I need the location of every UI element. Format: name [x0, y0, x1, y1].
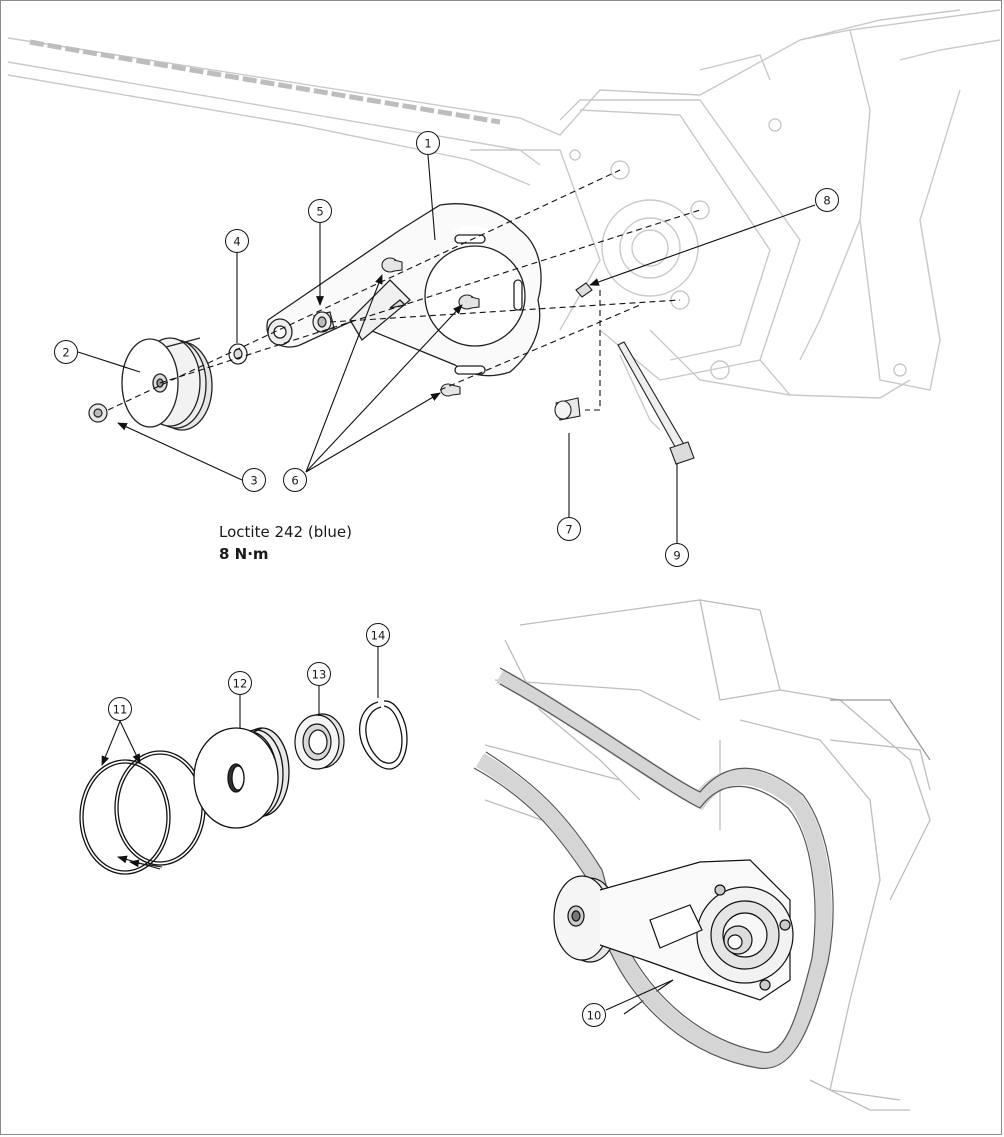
callout-12: 12 — [228, 671, 252, 695]
svg-text:10: 10 — [587, 1009, 602, 1023]
svg-text:3: 3 — [250, 474, 257, 488]
svg-text:9: 9 — [673, 549, 680, 563]
adhesive-note: Loctite 242 (blue) 8 N·m — [219, 521, 352, 565]
adhesive-label: Loctite 242 (blue) — [219, 523, 352, 541]
assembly-lines — [107, 169, 701, 411]
callout-6: 6 — [283, 468, 307, 492]
drive-belt — [473, 667, 834, 1070]
pulley — [193, 727, 290, 829]
callout-9: 9 — [665, 543, 689, 567]
svg-text:2: 2 — [62, 346, 69, 360]
callout-5: 5 — [308, 199, 332, 223]
sleeve-nut — [554, 397, 581, 421]
bracket-screws — [381, 257, 480, 397]
svg-text:12: 12 — [233, 677, 248, 691]
callout-7: 7 — [557, 517, 581, 541]
callout-4: 4 — [225, 229, 249, 253]
o-rings — [79, 750, 206, 875]
torque-label: 8 N·m — [219, 545, 269, 563]
assembled-frame-background — [484, 599, 931, 1111]
callout-3: 3 — [242, 468, 266, 492]
belt-guide-bracket — [266, 203, 542, 377]
callout-8: 8 — [815, 188, 839, 212]
callout-10: 10 — [582, 1003, 606, 1027]
dowel-pin — [575, 282, 593, 298]
svg-text:11: 11 — [113, 703, 128, 717]
callout-11: 11 — [108, 697, 132, 721]
callout-14: 14 — [366, 623, 390, 647]
svg-text:1: 1 — [424, 137, 431, 151]
svg-text:13: 13 — [312, 668, 327, 682]
svg-text:6: 6 — [291, 474, 298, 488]
spacer-bushing — [312, 311, 335, 333]
pulley-cover — [121, 337, 213, 431]
svg-text:7: 7 — [565, 523, 572, 537]
bike-frame-background — [7, 9, 1001, 431]
callout-2: 2 — [54, 340, 78, 364]
svg-text:8: 8 — [823, 194, 830, 208]
svg-text:14: 14 — [371, 629, 386, 643]
assembled-pulley-bracket — [553, 859, 794, 1001]
pulley-screw — [88, 403, 108, 423]
washer — [228, 343, 248, 365]
callout-1: 1 — [416, 131, 440, 155]
svg-text:5: 5 — [316, 205, 323, 219]
long-bolt — [617, 341, 695, 465]
leader-lines — [77, 154, 816, 543]
svg-text:4: 4 — [233, 235, 240, 249]
callout-13: 13 — [307, 662, 331, 686]
circlip — [358, 700, 408, 770]
bearing — [294, 713, 345, 770]
